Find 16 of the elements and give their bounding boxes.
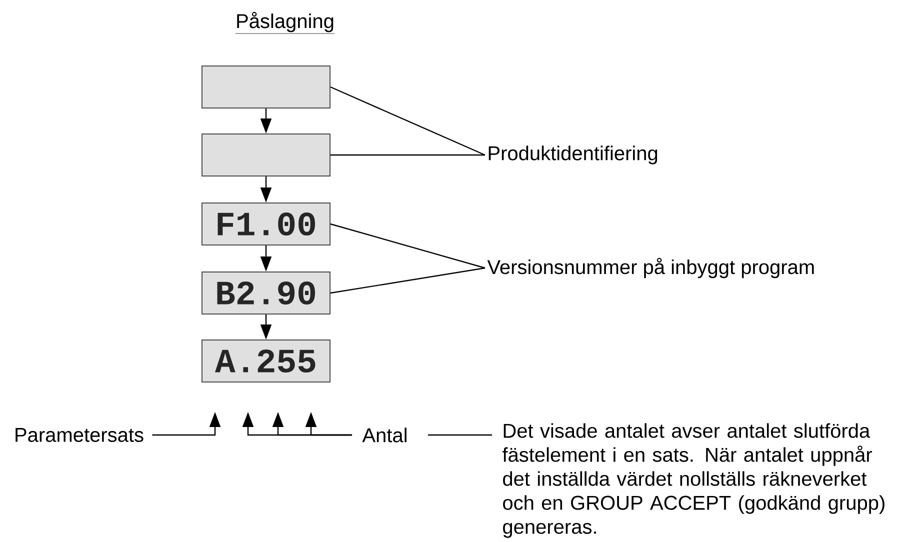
leader-line <box>330 86 486 156</box>
note-text: Det visade antalet avser antalet slutförda fästelement i en sats. När antalet uppnår det inställda värdet nollställs räkneverket och en GROUP ACCEPT (godkänd grupp) genereras. <box>502 423 884 538</box>
label-text: Parametersats <box>16 428 144 442</box>
display-box: A.255 <box>202 340 330 382</box>
display-box: B2.90 <box>202 272 330 314</box>
leader-line <box>330 267 486 294</box>
display-box: F1.00 <box>202 202 330 246</box>
display-box <box>202 66 330 108</box>
label-text: Antal <box>362 428 406 442</box>
label-text: Produktidentifiering <box>488 146 658 164</box>
leader-line <box>330 154 485 156</box>
display-box <box>202 134 330 176</box>
connector-line <box>428 434 492 436</box>
title: Påslagning <box>235 12 335 34</box>
leader-line <box>330 223 486 269</box>
label-text: Versionsnummer på inbyggt program <box>487 258 814 278</box>
